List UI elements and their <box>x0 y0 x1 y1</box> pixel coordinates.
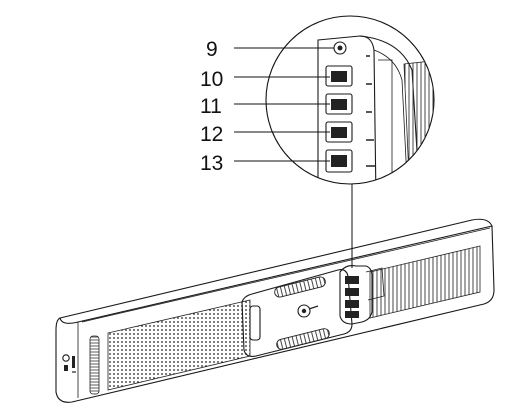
callout-label-12: 12 <box>200 123 223 146</box>
status-indicators <box>62 354 76 373</box>
soundbar <box>55 218 495 403</box>
callout-9: 9 <box>206 38 334 61</box>
port-module <box>339 265 385 325</box>
callout-label-13: 13 <box>200 152 223 175</box>
callout-label-9: 9 <box>206 38 218 61</box>
port-10-icon <box>325 65 353 87</box>
mounting-plate <box>241 269 353 357</box>
end-vent <box>89 335 100 395</box>
callout-label-10: 10 <box>200 68 223 91</box>
callout-13: 13 <box>200 152 330 175</box>
callout-10: 10 <box>200 68 330 91</box>
callout-12: 12 <box>200 123 330 146</box>
callout-label-11: 11 <box>200 95 222 118</box>
zoom-detail <box>265 15 435 185</box>
callout-11: 11 <box>200 95 330 118</box>
right-speaker-grille <box>369 245 481 319</box>
